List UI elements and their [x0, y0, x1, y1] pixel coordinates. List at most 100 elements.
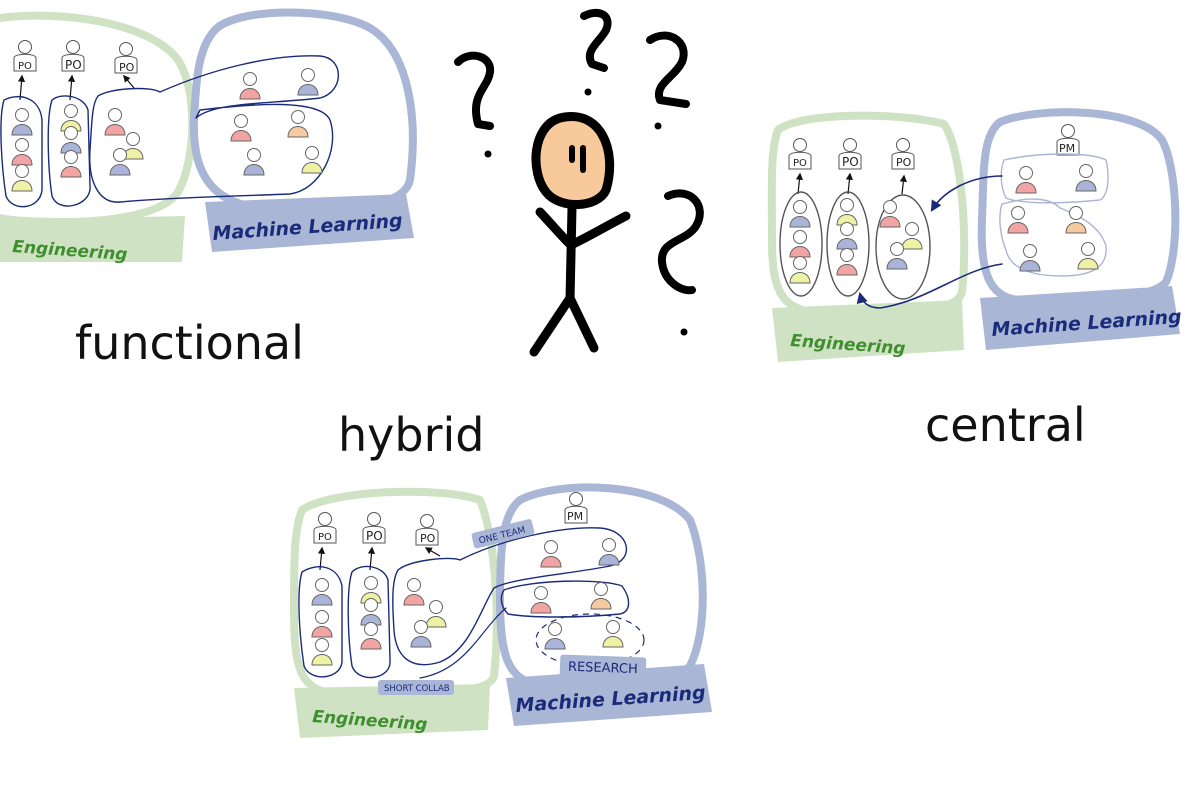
ml-label-band [980, 286, 1180, 350]
svg-text:PO: PO [420, 532, 436, 545]
person-icon [544, 622, 566, 650]
person-icon [901, 222, 923, 250]
question-mark-icon [657, 189, 704, 336]
person-icon [287, 110, 309, 138]
team-outline [826, 191, 870, 297]
person-icon [311, 610, 333, 638]
person-icon [1019, 244, 1041, 272]
person-icon [530, 586, 552, 614]
svg-text:PO: PO [119, 61, 135, 74]
arrow [845, 172, 854, 195]
person-icon [11, 138, 33, 166]
engineering-label-band [0, 216, 185, 262]
po-icon: PO [838, 138, 862, 170]
short-collab-outline [500, 580, 630, 618]
one-team-outline [392, 527, 628, 666]
team-outline [347, 565, 391, 679]
team-outline [89, 55, 340, 203]
person-icon [1077, 242, 1099, 270]
hybrid-diagram: Engineering Machine Learning PO PO PO PM [290, 483, 712, 738]
person-icon [789, 256, 811, 284]
po-icon: PO [313, 512, 337, 544]
central-diagram: Engineering Machine Learning PM PO PO PO [767, 108, 1182, 362]
person-icon [243, 148, 265, 176]
po-icon: PO [891, 138, 915, 170]
person-icon [230, 114, 252, 142]
team-outline [298, 566, 343, 678]
team-outline [0, 95, 43, 208]
short-collab-tag: SHORT COLLAB [378, 680, 454, 695]
person-icon [11, 108, 33, 136]
po-icon: PO [114, 42, 138, 74]
svg-text:PM: PM [567, 510, 583, 523]
po-icon: PO [788, 138, 812, 170]
po-icon: PO [13, 40, 37, 72]
ml-bubble [189, 8, 417, 214]
svg-text:PO: PO [896, 156, 912, 169]
person-icon [836, 198, 858, 226]
svg-text:PO: PO [18, 61, 32, 72]
question-mark-icon [580, 8, 612, 96]
pm-icon: PM [1056, 124, 1080, 156]
svg-text:PO: PO [366, 529, 383, 543]
arrow [424, 547, 441, 557]
research-tag: RESEARCH [559, 654, 647, 680]
person-icon [239, 72, 261, 100]
engineering-label-band [294, 684, 490, 738]
team-outline [47, 95, 91, 207]
team-outline [779, 191, 823, 297]
team-outline [1000, 153, 1109, 204]
svg-text:RESEARCH: RESEARCH [568, 660, 638, 677]
svg-text:PO: PO [65, 58, 82, 72]
person-icon [11, 164, 33, 192]
person-icon [403, 578, 425, 606]
po-icon: PO [362, 512, 386, 544]
person-icon [789, 230, 811, 258]
person-icon [540, 540, 562, 568]
functional-caption: functional [75, 316, 304, 370]
question-mark-icon [646, 31, 690, 130]
person-icon [311, 578, 333, 606]
arrow [856, 263, 1003, 309]
arrow [930, 175, 1003, 212]
person-icon [836, 248, 858, 276]
hybrid-caption: hybrid [338, 408, 485, 462]
confused-person-icon [529, 112, 631, 357]
short-collab-link [419, 607, 507, 679]
person-icon [1007, 206, 1029, 234]
arrow [795, 172, 804, 195]
arrow [123, 74, 135, 89]
ml-label-band [205, 194, 414, 252]
person-icon [104, 108, 126, 136]
person-icon [1015, 166, 1037, 194]
research-outline [535, 613, 645, 667]
person-icon [602, 620, 624, 648]
svg-text:PO: PO [318, 532, 332, 543]
svg-text:SHORT COLLAB: SHORT COLLAB [384, 684, 450, 694]
svg-text:PO: PO [842, 155, 859, 169]
person-icon [590, 582, 612, 610]
person-icon [360, 622, 382, 650]
person-icon [301, 146, 323, 174]
ml-label-band [506, 664, 712, 726]
central-caption: central [925, 398, 1086, 452]
person-icon [598, 538, 620, 566]
person-icon [789, 200, 811, 228]
arrow [899, 174, 907, 195]
team-outline [875, 194, 931, 300]
person-icon [1075, 164, 1097, 192]
person-icon [425, 600, 447, 628]
person-icon [297, 68, 319, 96]
person-icon [60, 150, 82, 178]
po-icon: PO [61, 40, 85, 72]
question-mark-icon [454, 51, 494, 158]
person-icon [311, 638, 333, 666]
person-icon [836, 222, 858, 250]
engineering-label-band [772, 300, 964, 362]
person-icon [879, 200, 901, 228]
po-icon: PO [415, 514, 439, 546]
svg-text:PM: PM [1059, 142, 1075, 155]
functional-diagram: Engineering Machine Learning PO PO PO [0, 8, 417, 265]
svg-text:PO: PO [793, 158, 807, 169]
